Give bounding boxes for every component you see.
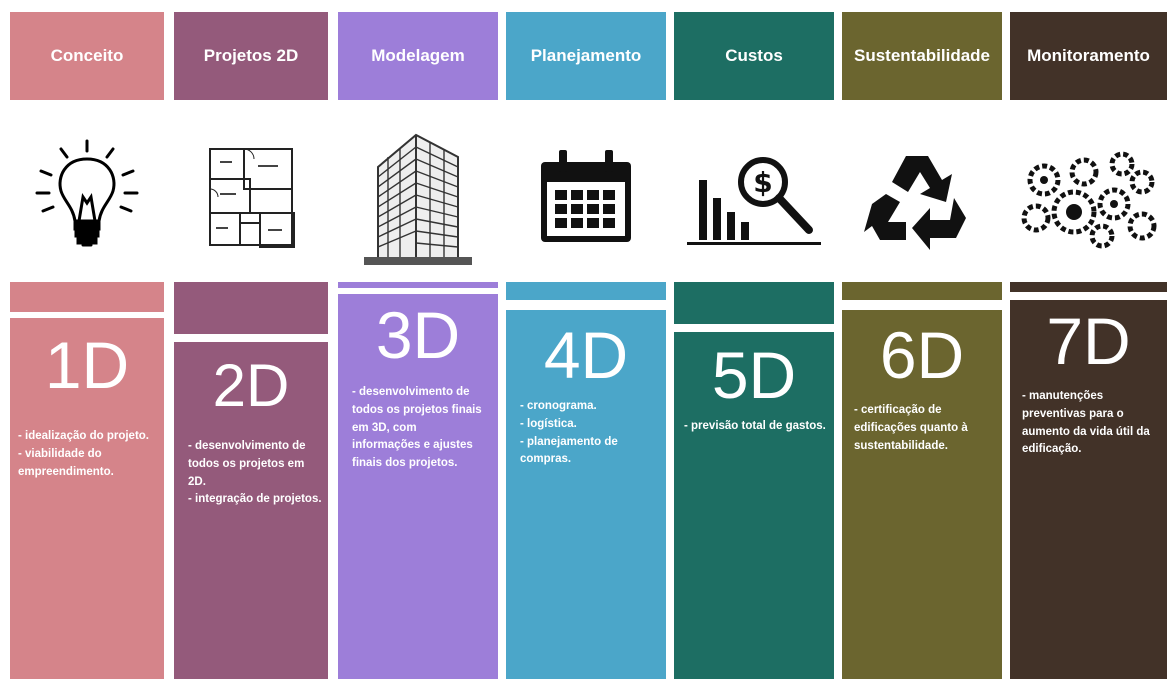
svg-text:$: $ (753, 166, 772, 199)
column-header: Conceito (10, 12, 164, 100)
description-item: - desenvolvimento de todos os projetos f… (352, 386, 482, 470)
column-modelagem: Modelagem 3D - desenvolviment (338, 12, 498, 679)
recycle-icon (864, 156, 966, 250)
description: - manutenções preventivas para o aumento… (1022, 388, 1151, 459)
dimension-bar (174, 282, 328, 334)
description: - idealização do projeto. - viabilidade … (18, 428, 158, 481)
column-monitoramento: Monitoramento 7D - manutenç (1010, 12, 1167, 679)
description: - previsão total de gastos. (684, 418, 828, 436)
lightbulb-icon (35, 139, 139, 247)
dimension-bar (1010, 282, 1167, 292)
column-header: Planejamento (506, 12, 666, 100)
dimension-label: 5D (711, 338, 797, 412)
dimension-panel: 2D - desenvolvimento de todos os projeto… (174, 342, 328, 679)
dimension-panel: 4D - cronograma. - logística. - planejam… (506, 310, 666, 679)
dimension-bar (10, 282, 164, 312)
description-item: - desenvolvimento de todos os projetos e… (188, 440, 306, 488)
description-item: - cronograma. (520, 400, 597, 412)
description-item: - certificação de edificações quanto à s… (854, 404, 968, 452)
column-conceito: Conceito 1D - (10, 12, 164, 679)
dimension-label: 4D (543, 318, 629, 392)
dimension-bar (506, 282, 666, 300)
description: - desenvolvimento de todos os projetos e… (188, 438, 322, 509)
description-item: - integração de projetos. (188, 493, 322, 506)
dimension-panel: 3D - desenvolvimento de todos os projeto… (338, 294, 498, 679)
dimension-label: 6D (879, 318, 965, 392)
icon-band: $ (674, 112, 834, 282)
description-item: - viabilidade do empreendimento. (18, 447, 114, 478)
column-sustentabilidade: Sustentabilidade 6D - certificação de ed… (842, 12, 1002, 679)
dimension-bar (338, 282, 498, 288)
icon-band (842, 112, 1002, 282)
cost-chart-icon: $ (687, 157, 821, 245)
icon-band (338, 112, 498, 282)
column-header: Modelagem (338, 12, 498, 100)
description-item: - previsão total de gastos. (684, 420, 826, 432)
dimension-label: 7D (1046, 304, 1131, 378)
gears-icon (1021, 151, 1156, 249)
column-custos: Custos $ 5D - previsão total de gastos. (674, 12, 834, 679)
description: - cronograma. - logística. - planejament… (520, 398, 660, 469)
description-item: - manutenções preventivas para o aumento… (1022, 390, 1150, 456)
building-icon (364, 133, 472, 265)
icon-band (10, 112, 164, 282)
column-header: Custos (674, 12, 834, 100)
floor-plan-icon (209, 148, 295, 248)
column-planejamento: Planejamento 4D - cronograma. - logístic… (506, 12, 666, 679)
description: - desenvolvimento de todos os projetos f… (352, 384, 486, 473)
dimension-bar (674, 282, 834, 324)
calendar-icon (541, 150, 631, 242)
description-item: - logística. (520, 417, 577, 430)
column-header: Monitoramento (1010, 12, 1167, 100)
description-item: - idealização do projeto. (18, 430, 149, 442)
description: - certificação de edificações quanto à s… (854, 402, 988, 455)
dimension-bar (842, 282, 1002, 300)
column-header: Sustentabilidade (842, 12, 1002, 100)
dimension-label: 2D (212, 352, 290, 419)
dimension-panel: 6D - certificação de edificações quanto … (842, 310, 1002, 679)
column-projetos-2d: Projetos 2D (174, 12, 328, 679)
column-header: Projetos 2D (174, 12, 328, 100)
description-item: - planejamento de compras. (520, 435, 618, 466)
dimension-panel: 5D - previsão total de gastos. (674, 332, 834, 679)
dimension-panel: 1D - idealização do projeto. - viabilida… (10, 318, 164, 679)
icon-band (174, 112, 328, 282)
dimension-panel: 7D - manutenções preventivas para o aume… (1010, 300, 1167, 679)
icon-band (1010, 112, 1167, 282)
icon-band (506, 112, 666, 282)
dimension-label: 1D (44, 328, 130, 402)
dimension-label: 3D (375, 298, 461, 372)
